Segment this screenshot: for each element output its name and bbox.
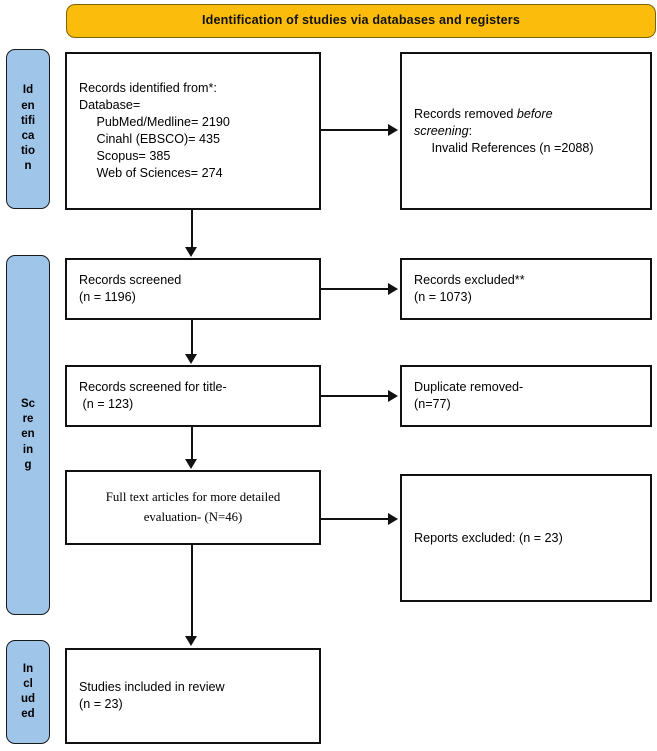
connector-title-to-fulltext bbox=[191, 427, 194, 459]
arrowhead-down-icon bbox=[185, 247, 197, 257]
box-records-screened-text: Records screened (n = 1196) bbox=[79, 273, 182, 304]
connector-identified-to-screened bbox=[191, 210, 194, 248]
arrowhead-down-icon bbox=[185, 636, 197, 646]
arrowhead-right-icon bbox=[388, 390, 398, 402]
box-records-excluded: Records excluded** (n = 1073) bbox=[400, 258, 652, 320]
connector-fulltext-to-included bbox=[191, 545, 194, 637]
records-removed-line1-plain: Records removed bbox=[414, 106, 517, 121]
stage-label-included: In cl ud ed bbox=[6, 640, 50, 744]
box-records-removed: Records removed before screening: Invali… bbox=[400, 52, 652, 210]
stage-label-identification-text: Id en tifi ca tio n bbox=[20, 84, 36, 173]
box-duplicate-removed: Duplicate removed- (n=77) bbox=[400, 365, 652, 427]
connector-screened-to-excluded bbox=[321, 288, 389, 291]
box-records-identified-text: Records identified from*: Database= PubM… bbox=[79, 81, 230, 180]
arrowhead-right-icon bbox=[388, 124, 398, 136]
box-reports-excluded-text: Reports excluded: (n = 23) bbox=[414, 530, 563, 545]
arrowhead-down-icon bbox=[185, 459, 197, 469]
arrowhead-right-icon bbox=[388, 513, 398, 525]
box-records-excluded-text: Records excluded** (n = 1073) bbox=[414, 273, 525, 304]
records-removed-line2-plain: : bbox=[468, 123, 473, 138]
arrowhead-right-icon bbox=[388, 283, 398, 295]
box-duplicate-removed-text: Duplicate removed- (n=77) bbox=[414, 380, 524, 411]
connector-fulltext-to-reports bbox=[321, 518, 389, 521]
box-records-screened: Records screened (n = 1196) bbox=[65, 258, 321, 320]
box-reports-excluded: Reports excluded: (n = 23) bbox=[400, 474, 652, 602]
stage-label-screening-text: Sc re en in g bbox=[20, 398, 36, 471]
box-records-identified: Records identified from*: Database= PubM… bbox=[65, 52, 321, 210]
box-records-screened-for-title-text: Records screened for title- (n = 123) bbox=[79, 380, 227, 411]
arrowhead-down-icon bbox=[185, 354, 197, 364]
box-full-text-articles: Full text articles for more detailed eva… bbox=[65, 470, 321, 545]
stage-label-identification: Id en tifi ca tio n bbox=[6, 49, 50, 209]
records-removed-line2-italic: screening bbox=[414, 123, 469, 138]
records-removed-line3: Invalid References (n =2088) bbox=[414, 140, 594, 155]
diagram-banner: Identification of studies via databases … bbox=[66, 4, 656, 38]
box-records-screened-for-title: Records screened for title- (n = 123) bbox=[65, 365, 321, 427]
connector-screened-to-title bbox=[191, 320, 194, 355]
stage-label-included-text: In cl ud ed bbox=[20, 662, 36, 721]
box-studies-included-text: Studies included in review (n = 23) bbox=[79, 680, 225, 711]
stage-label-screening: Sc re en in g bbox=[6, 255, 50, 615]
records-removed-line1-italic: before bbox=[516, 106, 553, 121]
box-records-removed-text: Records removed before screening: Invali… bbox=[402, 106, 650, 157]
banner-title: Identification of studies via databases … bbox=[202, 13, 520, 28]
box-full-text-articles-text: Full text articles for more detailed eva… bbox=[105, 490, 284, 524]
connector-identified-to-removed bbox=[321, 129, 389, 132]
connector-title-to-duplicate bbox=[321, 395, 389, 398]
box-studies-included: Studies included in review (n = 23) bbox=[65, 648, 321, 744]
